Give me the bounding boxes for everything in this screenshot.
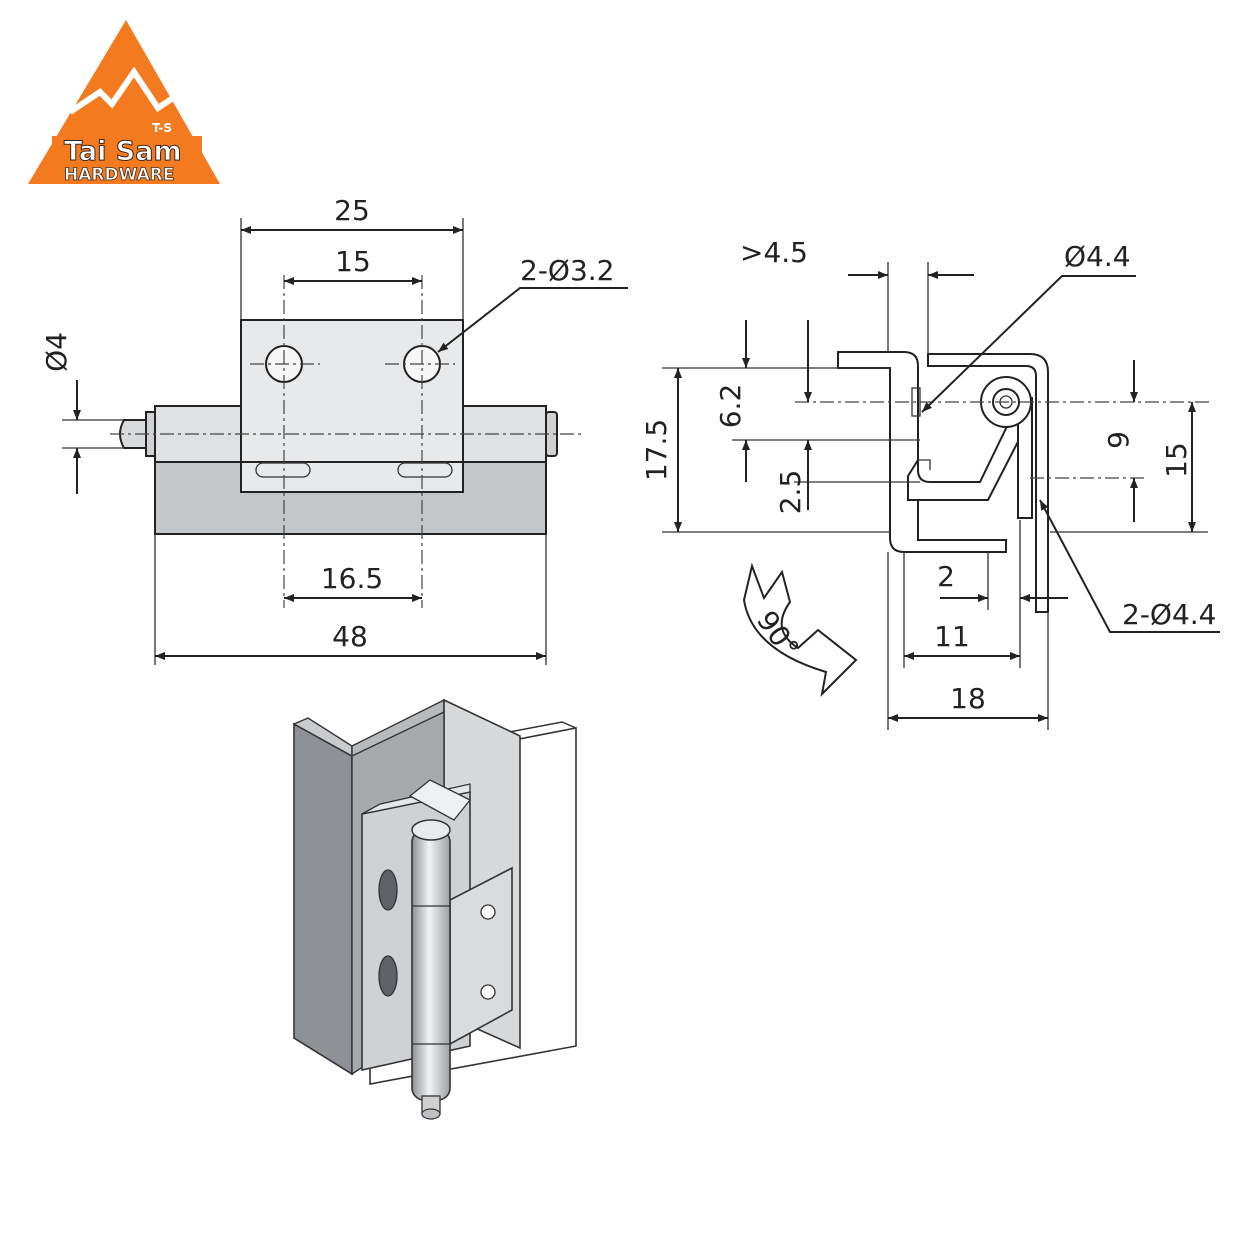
- hinge-pin-tip: [119, 419, 147, 449]
- dim-min-gap: >4.5: [740, 236, 808, 269]
- logo-snow-icon: [68, 66, 189, 120]
- dim-hole-spacing-top: 15: [335, 245, 371, 278]
- front-view: 25 15 2-Ø3.2 Ø4 16.5 48: [40, 194, 628, 665]
- dim-width-11: 11: [934, 620, 970, 653]
- logo-sub: HARDWARE: [64, 165, 174, 185]
- dim-offset-b: 2.5: [774, 470, 807, 515]
- logo-brand: Tai Sam: [64, 136, 182, 167]
- iso-hole-lower: [378, 955, 398, 997]
- taisam-logo: T-S Tai Sam HARDWARE: [28, 20, 220, 185]
- door-leaf-profile: [927, 353, 1049, 613]
- dim-vertical-15: 15: [1160, 442, 1193, 478]
- dim-holes-top: 2-Ø3.2: [520, 254, 615, 287]
- hinge-top-leaf: [240, 319, 464, 493]
- hinge-u-leaf: [907, 415, 1025, 501]
- iso-hole-upper: [378, 869, 398, 911]
- dim-pin-dia: Ø4: [40, 332, 73, 372]
- dim-vertical-9: 9: [1102, 431, 1135, 449]
- frame-back-wall: [293, 722, 353, 1076]
- isometric-illustration: [292, 698, 577, 1120]
- dim-pin-hole: Ø4.4: [1064, 240, 1131, 273]
- dim-hole-spacing-bottom: 16.5: [321, 562, 383, 595]
- dim-flange-2: 2: [937, 560, 955, 593]
- dim-overall-length: 48: [332, 620, 368, 653]
- dim-width-18: 18: [950, 682, 986, 715]
- frame-profile: [837, 351, 1007, 553]
- dim-overall-leaf: 25: [334, 194, 370, 227]
- side-view: >4.5 Ø4.4 17.5 6.2 2.5 9 15 2 2-Ø4.4 11 …: [640, 236, 1220, 730]
- dim-height-total: 17.5: [640, 419, 673, 481]
- rotation-arrow-icon: [742, 562, 858, 697]
- dim-offset-a: 6.2: [714, 384, 747, 429]
- logo-mark: T-S: [152, 121, 172, 135]
- dim-holes-side: 2-Ø4.4: [1122, 598, 1217, 631]
- hinge-pin-barrel: [411, 829, 451, 1101]
